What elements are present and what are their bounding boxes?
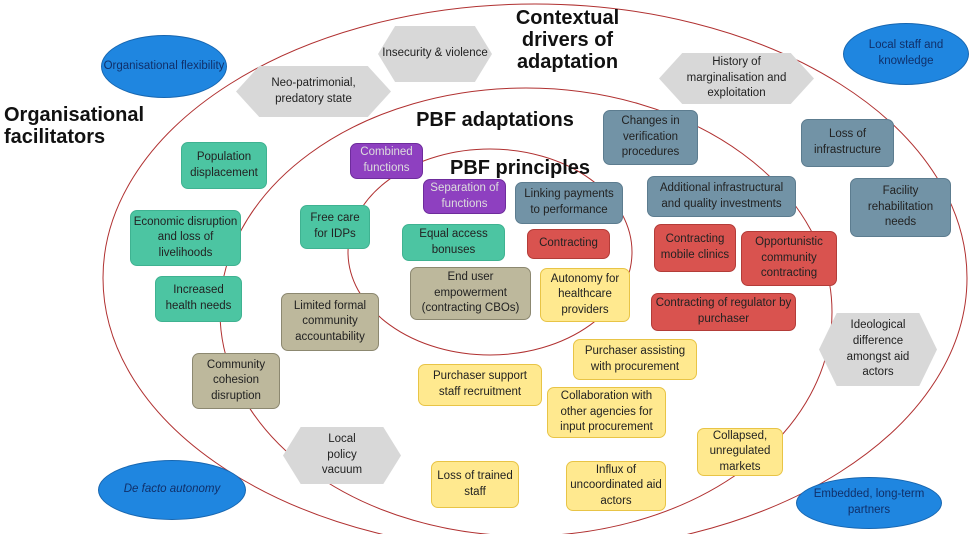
- driver-neo-patrimonial: Neo-patrimonial, predatory state: [236, 66, 391, 117]
- driver-ideological-difference: Ideological difference amongst aid actor…: [819, 313, 937, 386]
- end-user-empowerment: End user empowerment (contracting CBOs): [410, 267, 531, 320]
- pbf-principles-heading: PBF principles: [449, 157, 591, 179]
- population-displacement: Population displacement: [181, 142, 267, 189]
- collaboration-other-agencies: Collaboration with other agencies for in…: [547, 387, 666, 438]
- inner-ring: [347, 148, 633, 356]
- loss-of-infrastructure: Loss of infrastructure: [801, 119, 894, 167]
- changes-verification: Changes in verification procedures: [603, 110, 698, 165]
- facilitator-organisational-flexibility: Organisational flexibility: [101, 35, 227, 98]
- influx-aid-actors: Influx of uncoordinated aid actors: [566, 461, 666, 511]
- increased-health-needs: Increased health needs: [155, 276, 242, 322]
- purchaser-staff-recruitment: Purchaser support staff recruitment: [418, 364, 542, 406]
- separation-of-functions: Separation of functions: [423, 179, 506, 214]
- collapsed-markets: Collapsed, unregulated markets: [697, 428, 783, 476]
- contracting-regulator: Contracting of regulator by purchaser: [651, 293, 796, 331]
- driver-insecurity: Insecurity & violence: [378, 26, 492, 82]
- facilitator-embedded-partners: Embedded, long-term partners: [796, 477, 942, 529]
- opportunistic-community-contracting: Opportunistic community contracting: [741, 231, 837, 286]
- free-care-idps: Free care for IDPs: [300, 205, 370, 249]
- facility-rehabilitation: Facility rehabilitation needs: [850, 178, 951, 237]
- driver-history-marginalisation: History of marginalisation and exploitat…: [659, 53, 814, 104]
- outer-ring: [102, 3, 968, 534]
- equal-access-bonuses: Equal access bonuses: [402, 224, 505, 261]
- driver-local-policy-vacuum: Local policy vacuum: [283, 427, 401, 484]
- facilitator-de-facto-autonomy: De facto autonomy: [98, 460, 246, 520]
- organisational-facilitators-heading: Organisational facilitators: [4, 104, 145, 148]
- contracting-mobile-clinics: Contracting mobile clinics: [654, 224, 736, 272]
- limited-community-accountability: Limited formal community accountability: [281, 293, 379, 351]
- combined-functions: Combined functions: [350, 143, 423, 179]
- loss-trained-staff: Loss of trained staff: [431, 461, 519, 508]
- pbf-adaptations-heading: PBF adaptations: [416, 109, 574, 131]
- purchaser-assisting-procurement: Purchaser assisting with procurement: [573, 339, 697, 380]
- facilitator-local-staff: Local staff and knowledge: [843, 23, 969, 85]
- community-cohesion-disruption: Community cohesion disruption: [192, 353, 280, 409]
- economic-disruption: Economic disruption and loss of liveliho…: [130, 210, 241, 266]
- autonomy-healthcare-providers: Autonomy for healthcare providers: [540, 268, 630, 322]
- contracting: Contracting: [527, 229, 610, 259]
- linking-payments: Linking payments to performance: [515, 182, 623, 224]
- contextual-drivers-heading: Contextual drivers of adaptation: [515, 7, 620, 73]
- additional-investments: Additional infrastructural and quality i…: [647, 176, 796, 217]
